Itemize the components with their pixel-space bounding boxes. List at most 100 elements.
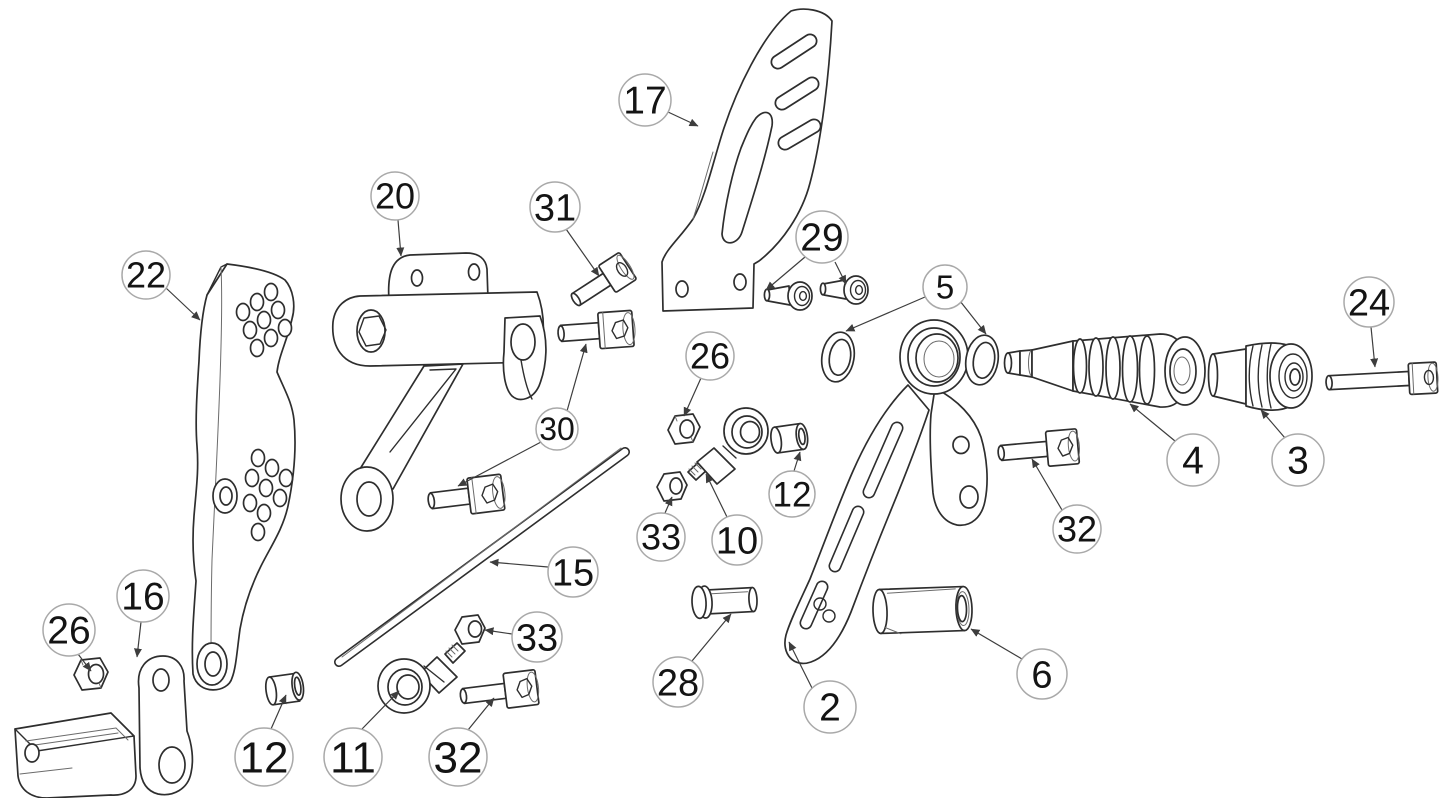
- callout-number: 31: [534, 187, 576, 229]
- part-32-socket-bolt-lower: [459, 668, 540, 709]
- callout-11: 11: [323, 690, 400, 787]
- callout-number: 5: [936, 269, 954, 306]
- callout-26: 26: [683, 331, 735, 417]
- callout-3: 3: [1260, 409, 1325, 487]
- callout-leader-line: [793, 451, 802, 472]
- callout-32: 32: [1031, 458, 1102, 554]
- callout-circle: [428, 727, 488, 787]
- callout-circle: [42, 603, 96, 657]
- callout-leader-line: [664, 496, 673, 514]
- callout-number: 17: [623, 80, 666, 123]
- callout-4: 4: [1129, 403, 1220, 487]
- part-24-socket-bolt-long: [1325, 361, 1439, 396]
- callout-24: 24: [1343, 276, 1395, 368]
- callout-number: 30: [539, 411, 575, 447]
- callout-leader-line: [1260, 409, 1286, 439]
- callout-33: 33: [484, 611, 563, 663]
- part-20-bellcrank-bracket: [331, 252, 547, 532]
- callout-number: 26: [47, 610, 90, 653]
- callout-circle: [652, 656, 704, 708]
- callout-circle: [1271, 433, 1325, 487]
- callout-leader-line: [361, 690, 400, 730]
- part-32-socket-bolt-upper: [997, 428, 1081, 468]
- callout-leader-line: [165, 287, 201, 321]
- part-26-nut-lower: [73, 657, 109, 691]
- callout-number: 16: [121, 576, 164, 619]
- callout-number: 11: [330, 733, 376, 782]
- part-30-socket-bolt-upper: [557, 309, 636, 350]
- part-3-end-cap: [1207, 342, 1313, 411]
- callout-number: 33: [641, 517, 681, 558]
- callout-number: 29: [800, 217, 843, 260]
- callout-number: 32: [434, 733, 483, 782]
- callout-number: 15: [552, 552, 594, 594]
- callout-number: 33: [516, 617, 558, 659]
- part-4-footpeg: [1003, 333, 1206, 408]
- callout-28: 28: [652, 613, 732, 708]
- callout-10: 10: [705, 473, 763, 566]
- callout-circle: [768, 470, 816, 518]
- callout-number: 12: [240, 733, 289, 782]
- callout-leader-line: [1031, 458, 1063, 511]
- callout-number: 22: [126, 255, 166, 296]
- callout-circle: [511, 611, 563, 663]
- callout-leader-line: [1129, 403, 1176, 442]
- callout-circle: [711, 514, 763, 566]
- part-2-brake-lever: [784, 319, 988, 665]
- part-29-button-screws: [763, 275, 869, 311]
- callout-leader-line: [565, 228, 600, 277]
- callout-circle: [370, 171, 420, 221]
- part-28-clevis-pin: [691, 585, 758, 620]
- callout-leader-line: [133, 621, 142, 658]
- callout-number: 4: [1182, 440, 1204, 483]
- callout-leader-line: [1370, 326, 1379, 368]
- callout-number: 6: [1031, 654, 1052, 696]
- part-5-washer-right: [964, 334, 1000, 386]
- callout-circle: [323, 727, 383, 787]
- part-22-mounting-plate: [191, 263, 296, 691]
- callout-leader-line: [457, 441, 542, 487]
- part-15-tie-rod: [334, 447, 630, 667]
- callout-leader-line: [467, 697, 495, 731]
- part-16-mount-bracket: [14, 655, 194, 798]
- part-11-rod-end-lower: [377, 642, 466, 714]
- callout-leader-line: [834, 261, 847, 285]
- callout-circle: [121, 250, 171, 300]
- callout-number: 28: [657, 662, 699, 704]
- part-12-spacer-upper: [770, 422, 809, 454]
- callout-circle: [529, 181, 581, 233]
- callout-number: 2: [819, 687, 841, 730]
- callout-leader-line: [970, 628, 1023, 660]
- callout-20: 20: [370, 171, 420, 257]
- callout-33: 33: [636, 496, 686, 562]
- callout-29: 29: [765, 210, 849, 291]
- callout-leader-line: [765, 256, 806, 291]
- callout-leader-line: [691, 613, 732, 662]
- part-5-washer-left: [820, 331, 856, 383]
- callout-circle: [234, 727, 294, 787]
- callout-circle: [795, 210, 849, 264]
- part-33-nut-lower: [454, 614, 486, 645]
- callout-number: 26: [690, 336, 730, 377]
- callout-number: 32: [1057, 509, 1097, 550]
- callout-leader-line: [566, 343, 588, 412]
- callout-leader-line: [683, 377, 702, 417]
- callout-leader-line: [270, 694, 287, 730]
- part-31-socket-bolt: [570, 252, 637, 307]
- callout-17: 17: [618, 73, 699, 127]
- callout-circle: [535, 407, 579, 451]
- part-6-pivot-sleeve: [872, 585, 973, 635]
- callout-22: 22: [121, 250, 201, 321]
- callout-leader-line: [705, 473, 728, 518]
- callout-circle: [685, 331, 735, 381]
- callout-circle: [1016, 648, 1068, 700]
- part-33-nut-upper: [656, 471, 688, 502]
- callout-30: 30: [457, 343, 588, 487]
- callout-circle: [1052, 504, 1102, 554]
- callout-5: 5: [845, 264, 987, 335]
- callout-circle: [803, 680, 857, 734]
- callout-leader-line: [77, 653, 92, 672]
- callout-circle: [547, 546, 599, 598]
- callout-leader-line: [396, 219, 405, 257]
